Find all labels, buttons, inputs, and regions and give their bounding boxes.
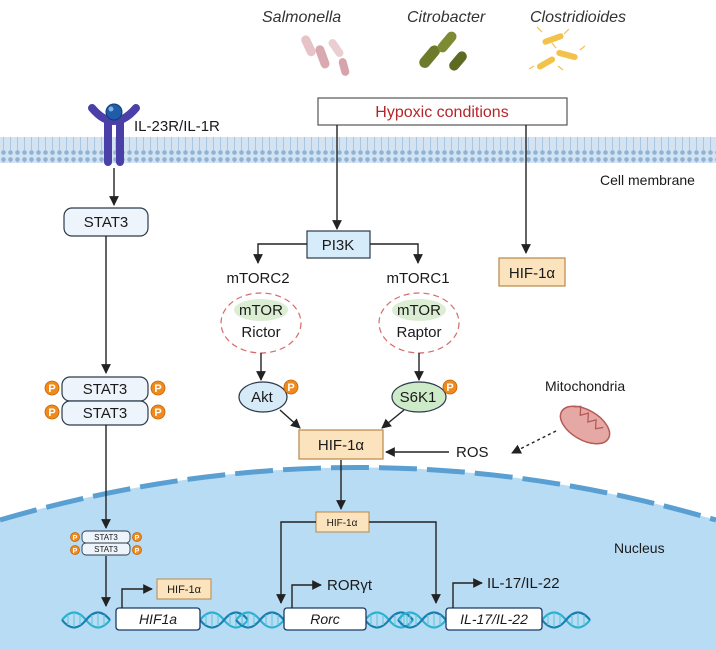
hif1a-nuclear-box: HIF-1α: [315, 511, 370, 533]
stat3-dimer-top-label: STAT3: [83, 381, 127, 398]
hif1a-central-box: HIF-1α: [298, 429, 384, 460]
svg-text:P: P: [48, 407, 55, 419]
svg-text:P: P: [48, 383, 55, 395]
svg-text:P: P: [154, 383, 161, 395]
mtorc2-complex: mTOR Rictor: [220, 292, 302, 354]
stat3-dimer-bottom-label: STAT3: [83, 405, 127, 422]
akt-node: Akt P: [238, 379, 299, 413]
svg-text:P: P: [287, 382, 294, 394]
stat3-nuclear-top-label: STAT3: [94, 533, 118, 542]
gene-hif1a: HIF1a HIF-1α: [60, 578, 250, 631]
gene-rorc-label: Rorc: [310, 611, 340, 627]
stat3-box: STAT3: [63, 207, 149, 237]
bacteria-citrobacter-label: Citrobacter: [407, 9, 486, 26]
bacteria-clostridioides-label: Clostridioides: [530, 9, 626, 26]
product-il17-label: IL-17/IL-22: [487, 575, 560, 592]
hypoxic-conditions-box: Hypoxic conditions: [317, 97, 568, 126]
mtorc1-mtor-label: mTOR: [397, 302, 441, 319]
mitochondria-ros-arrow: [511, 430, 557, 454]
hif1a-right-label: HIF-1α: [509, 265, 556, 282]
raptor-label: Raptor: [396, 324, 441, 341]
salmonella-icon: [301, 35, 350, 76]
gene-hif1a-label: HIF1a: [139, 611, 177, 627]
hif1a-nuclear-label: HIF-1α: [327, 518, 358, 529]
nucleus: [0, 465, 716, 649]
mtorc2-mtor-label: mTOR: [239, 302, 283, 319]
product-rorgt-label: RORγt: [327, 577, 373, 594]
svg-text:P: P: [446, 382, 453, 394]
s6k1-label: S6K1: [400, 389, 437, 406]
akt-label: Akt: [251, 389, 274, 406]
mitochondria-label: Mitochondria: [545, 378, 625, 394]
svg-text:P: P: [135, 548, 140, 555]
bacteria-salmonella-label: Salmonella: [262, 9, 341, 26]
s6k1-node: S6K1 P: [391, 379, 458, 413]
svg-text:P: P: [73, 548, 78, 555]
hif1a-right-box: HIF-1α: [498, 257, 566, 287]
mitochondria-icon: [559, 405, 611, 445]
nucleus-label: Nucleus: [614, 540, 665, 556]
svg-text:P: P: [154, 407, 161, 419]
svg-text:P: P: [73, 535, 78, 542]
mtorc2-label: mTORC2: [226, 270, 289, 287]
stat3-dimer: STAT3 STAT3: [61, 376, 149, 426]
receptor-label: IL-23R/IL-1R: [134, 118, 220, 135]
hypoxic-conditions-label: Hypoxic conditions: [375, 104, 508, 121]
mtorc1-complex: mTOR Raptor: [378, 292, 460, 354]
pi3k-label: PI3K: [322, 237, 355, 254]
phospho-badges-dimer: P P P P: [44, 380, 166, 420]
clostridioides-icon: [528, 26, 586, 71]
gene-il17-label: IL-17/IL-22: [460, 611, 528, 627]
pi3k-box: PI3K: [306, 230, 371, 259]
citrobacter-icon: [419, 31, 467, 71]
receptor-icon: [88, 103, 140, 166]
ros-label: ROS: [456, 444, 489, 461]
membrane-label: Cell membrane: [600, 172, 695, 188]
stat3-nuclear-bottom-label: STAT3: [94, 545, 118, 554]
gene-rorc: Rorc RORγt: [234, 577, 415, 631]
stat3-label: STAT3: [84, 214, 128, 231]
hif1a-central-label: HIF-1α: [318, 437, 365, 454]
product-hif1a-label: HIF-1α: [167, 584, 202, 596]
rictor-label: Rictor: [241, 324, 280, 341]
gene-il17-il22: IL-17/IL-22 IL-17/IL-22: [396, 575, 592, 631]
stat3-dimer-nuclear: STAT3 STAT3 P P P P: [70, 530, 142, 556]
svg-text:P: P: [135, 535, 140, 542]
mtorc1-label: mTORC1: [386, 270, 449, 287]
